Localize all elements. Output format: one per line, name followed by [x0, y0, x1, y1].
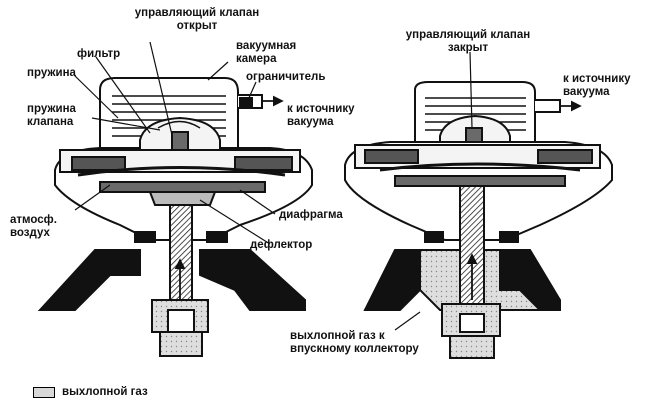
right-manifold-left	[363, 249, 421, 311]
label-limiter: ограничитель	[246, 71, 326, 83]
label-filter: фильтр	[77, 48, 121, 60]
left-valve-open	[37, 77, 313, 357]
label-diaphragm: диафрагма	[279, 209, 343, 221]
left-valve-stem	[169, 204, 193, 301]
flow-arrows	[174, 95, 582, 300]
legend-swatch	[33, 387, 55, 398]
label-spring: пружина	[27, 67, 76, 79]
label-atm-air: атмосф.воздух	[10, 214, 57, 239]
leader-lines	[73, 41, 473, 331]
left-manifold-right	[199, 249, 306, 311]
right-valve-closed	[344, 81, 613, 359]
label-deflector: дефлектор	[250, 239, 313, 251]
legend-label: выхлопной газ	[62, 386, 148, 398]
left-manifold-left	[37, 249, 141, 311]
